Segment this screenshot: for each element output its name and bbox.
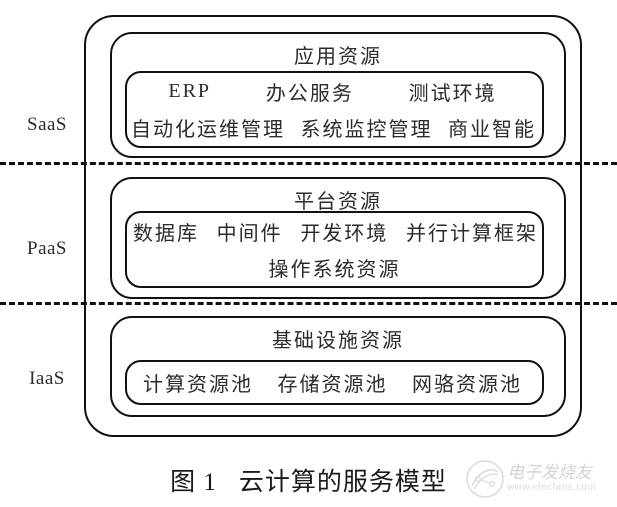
- resource-item-business-intelligence: 商业智能: [448, 119, 536, 142]
- resource-item-storage-resource-pool: 存储资源池: [277, 374, 388, 396]
- figure-number: 图 1: [170, 469, 217, 496]
- tier-box-paas: 平台资源: [110, 177, 566, 299]
- resource-item-operating-system-resources: 操作系统资源: [268, 259, 401, 282]
- tier-title-infrastructure-resources: 基础设施资源: [272, 330, 404, 352]
- tier-title-application-resources: 应用资源: [294, 46, 382, 68]
- resource-item-database: 数据库: [133, 222, 199, 245]
- resource-item-network-resource-pool: 网骆资源池: [412, 374, 522, 396]
- resource-box-iaas: 计算资源池 存储资源池 网骆资源池: [125, 360, 544, 405]
- tier-box-saas: 应用资源: [110, 32, 566, 158]
- resource-box-paas: 数据库 中间件 开发环境 并行计算框架 操作系统资源: [125, 211, 544, 288]
- resource-item-compute-resource-pool: 计算资源池: [143, 374, 253, 396]
- resource-box-saas: ERP 办公服务 测试环境 自动化运维管理 系统监控管理 商业智能: [125, 71, 544, 148]
- resource-row: 计算资源池 存储资源池 网骆资源池: [127, 362, 542, 403]
- resource-item-parallel-computing-framework: 并行计算框架: [405, 222, 538, 245]
- tier-title-platform-resources: 平台资源: [294, 191, 382, 213]
- resource-item-middleware: 中间件: [216, 222, 283, 245]
- resource-row: ERP 办公服务 测试环境: [127, 73, 542, 110]
- resource-row: 数据库 中间件 开发环境 并行计算框架: [127, 213, 542, 250]
- resource-row: 操作系统资源: [127, 250, 542, 286]
- tier-divider-paas-iaas: [0, 302, 617, 305]
- resource-item-erp: ERP: [168, 79, 212, 102]
- resource-item-test-environment: 测试环境: [408, 82, 497, 105]
- tier-label-iaas: IaaS: [29, 368, 65, 389]
- cloud-outer-boundary: [84, 15, 582, 437]
- resource-item-system-monitoring-management: 系统监控管理: [300, 119, 433, 142]
- tier-label-saas: SaaS: [27, 114, 67, 135]
- resource-row: 自动化运维管理 系统监控管理 商业智能: [127, 110, 542, 147]
- resource-item-office-service: 办公服务: [265, 82, 354, 105]
- tier-label-paas: PaaS: [27, 238, 67, 259]
- resource-item-development-environment: 开发环境: [300, 222, 389, 245]
- tier-divider-saas-paas: [0, 162, 617, 165]
- resource-item-automated-ops-management: 自动化运维管理: [131, 119, 285, 142]
- figure-caption: 图 1 云计算的服务模型: [0, 462, 617, 498]
- figure-title: 云计算的服务模型: [238, 469, 447, 496]
- tier-box-iaas: 基础设施资源: [110, 316, 566, 417]
